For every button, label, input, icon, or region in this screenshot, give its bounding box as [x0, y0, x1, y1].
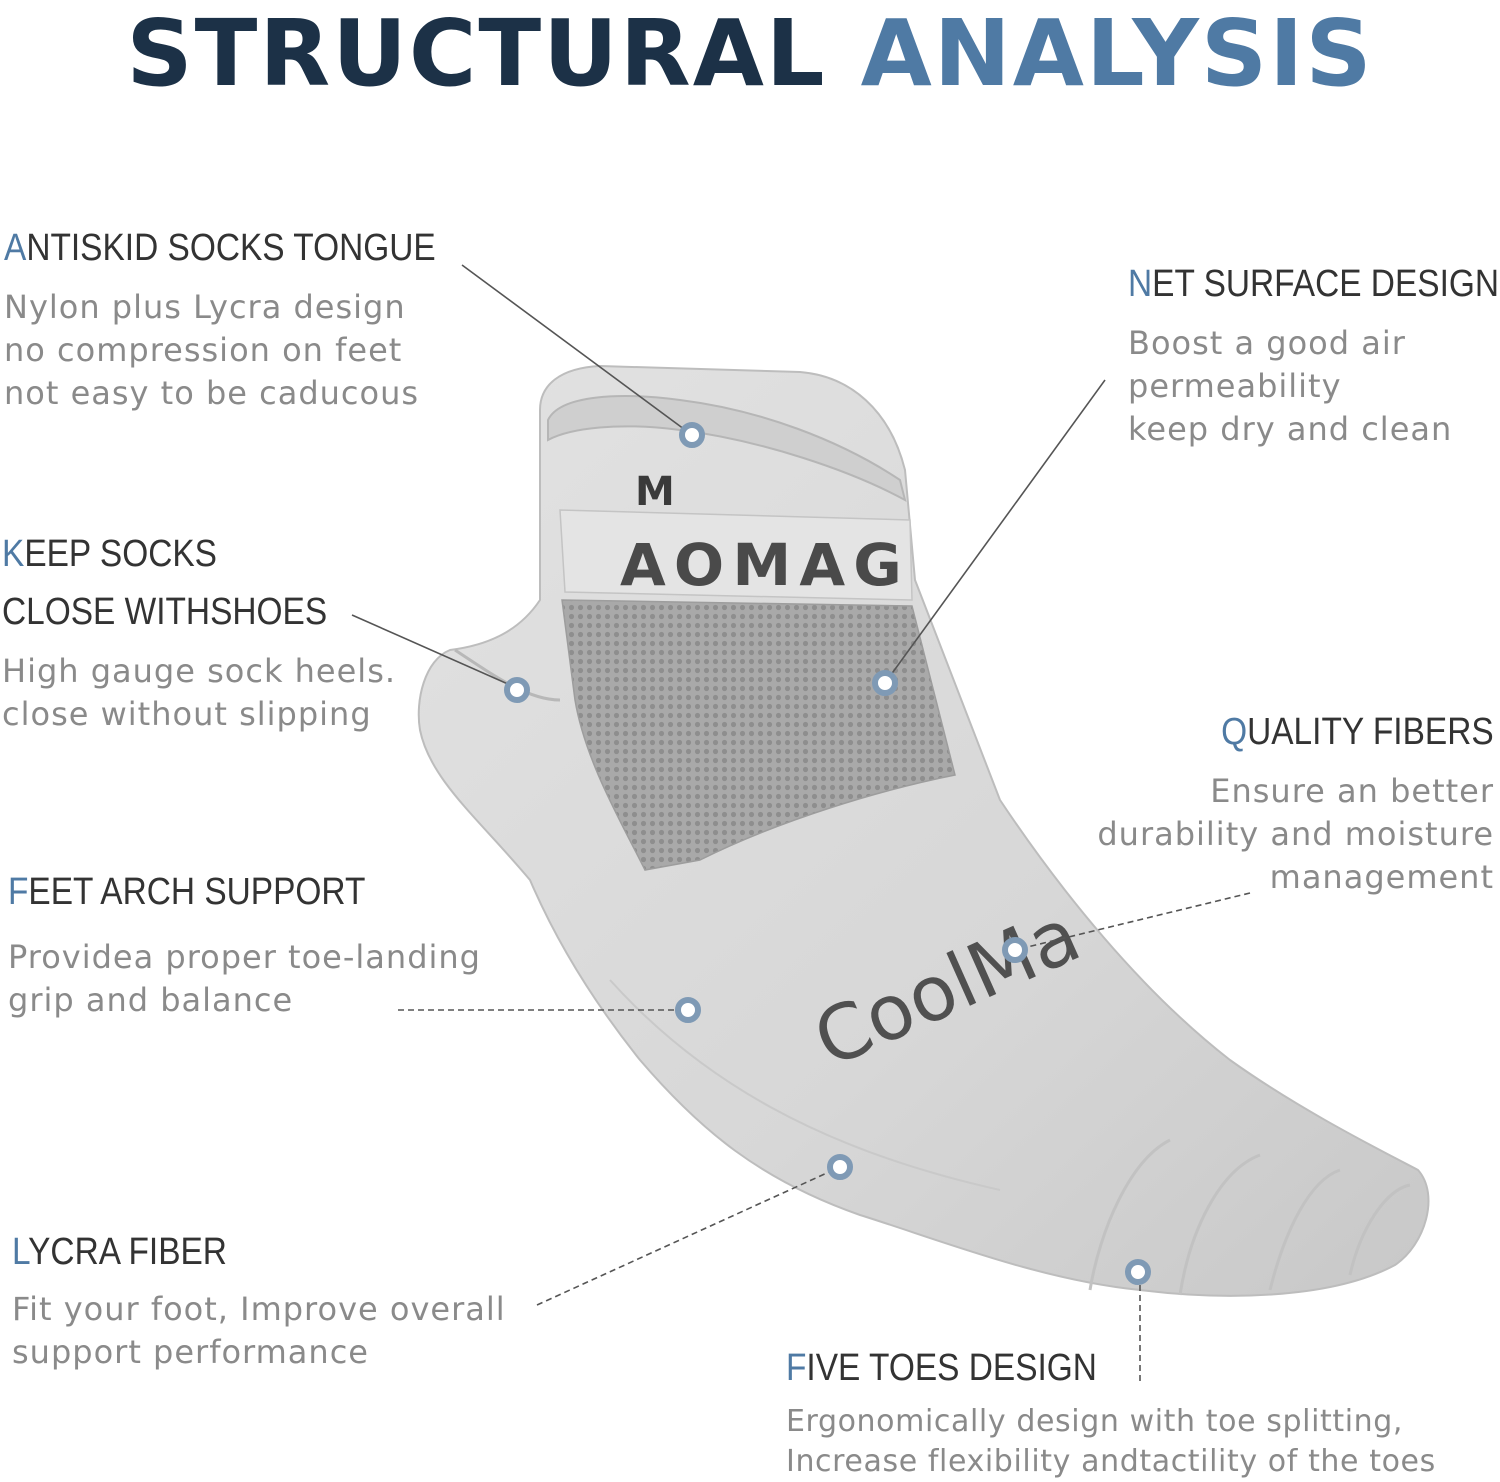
feature-lycra-fiber: LYCRA FIBER Fit your foot, Improve overa…: [12, 1230, 506, 1374]
feature-heading: NET SURFACE DESIGN: [1128, 263, 1500, 305]
feature-heading: QUALITY FIBERS: [1221, 711, 1494, 753]
leader-lines: [351, 264, 1251, 1385]
feature-description: Boost a good air permeability keep dry a…: [1128, 324, 1453, 448]
feature-net-surface: NET SURFACE DESIGN Boost a good air perm…: [1128, 262, 1500, 451]
title-part-2: ANALYSIS: [860, 0, 1374, 107]
feature-description: Nylon plus Lycra design no compression o…: [4, 288, 420, 412]
feature-heading: FIVE TOES DESIGN: [786, 1347, 1097, 1389]
marker-dot-lycra: [827, 1154, 853, 1180]
marker-dot-heel: [504, 677, 530, 703]
sock-size-mark: M: [635, 469, 675, 515]
marker-dot-quality: [1002, 937, 1028, 963]
marker-dot-net: [872, 670, 898, 696]
feature-description: High gauge sock heels. close without sli…: [2, 652, 397, 733]
feature-heading: LYCRA FIBER: [12, 1231, 227, 1273]
feature-heading: FEET ARCH SUPPORT: [8, 871, 366, 913]
feature-heading: KEEP SOCKS: [2, 533, 217, 575]
feature-heading: ANTISKID SOCKS TONGUE: [4, 227, 436, 269]
feature-description: Ensure an better durability and moisture…: [1097, 772, 1494, 896]
feature-description: Providea proper toe-landing grip and bal…: [8, 938, 481, 1019]
sock-brand-text: AOMAG: [620, 531, 910, 599]
sock-body: [417, 364, 1430, 1297]
page-title: STRUCTURAL ANALYSIS: [0, 4, 1500, 104]
feature-description: Fit your foot, Improve overall support p…: [12, 1290, 506, 1371]
feature-keep-socks: KEEP SOCKS CLOSE WITHSHOES High gauge so…: [2, 532, 396, 736]
feature-quality-fibers: QUALITY FIBERS Ensure an better durabili…: [1097, 710, 1494, 899]
marker-dots: [504, 422, 1151, 1285]
marker-dot-arch: [675, 997, 701, 1023]
feature-arch-support: FEET ARCH SUPPORT Providea proper toe-la…: [8, 870, 481, 1022]
feature-antiskid: ANTISKID SOCKS TONGUE Nylon plus Lycra d…: [4, 226, 495, 415]
feature-five-toes: FIVE TOES DESIGN Ergonomically design wi…: [786, 1346, 1436, 1482]
feature-description: Ergonomically design with toe splitting,…: [786, 1404, 1436, 1479]
title-part-1: STRUCTURAL: [126, 0, 827, 107]
marker-dot-tongue: [679, 422, 705, 448]
marker-dot-toes: [1125, 1259, 1151, 1285]
feature-heading-line-2: CLOSE WITHSHOES: [2, 591, 328, 633]
